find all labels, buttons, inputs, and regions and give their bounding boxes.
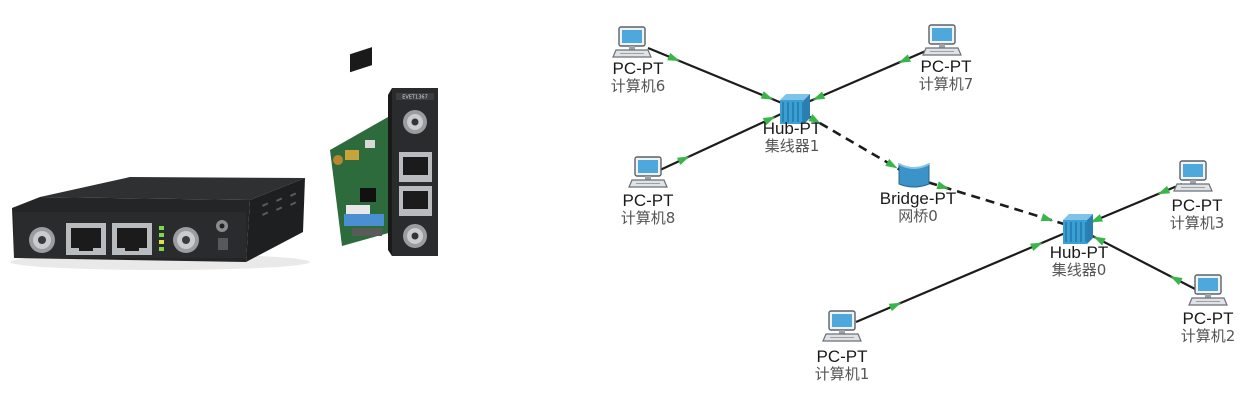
node-labels: PC-PT计算机6PC-PT计算机7PC-PT计算机8Hub-PT集线器1Bri… bbox=[611, 57, 1236, 383]
rj45-port-1 bbox=[66, 223, 106, 255]
link-marker-pc6-hub1-start bbox=[667, 52, 680, 62]
network-nodes bbox=[612, 24, 1228, 342]
pc-icon-pc6[interactable] bbox=[612, 26, 652, 58]
node-name-label-pc6: 计算机6 bbox=[611, 77, 666, 95]
chassis-top bbox=[40, 177, 305, 200]
link-marker-pc8-hub1-start bbox=[676, 156, 690, 165]
node-type-label-pc7: PC-PT bbox=[921, 57, 972, 76]
link-marker-pc6-hub1-end bbox=[760, 91, 774, 100]
bnc-connector-left bbox=[29, 227, 55, 253]
hub-icon-hub1[interactable] bbox=[780, 94, 810, 124]
node-name-label-pc1: 计算机1 bbox=[815, 365, 870, 383]
node-type-label-pc6: PC-PT bbox=[613, 59, 664, 78]
pc-icon-pc7[interactable] bbox=[922, 24, 962, 56]
node-name-label-pc7: 计算机7 bbox=[919, 75, 974, 93]
pc-icon-pc3[interactable] bbox=[1173, 160, 1213, 192]
card-rj45-top bbox=[399, 152, 432, 182]
media-converter-card-photo: EVET1367 bbox=[330, 47, 438, 256]
link-marker-pc2-hub0-end bbox=[1093, 236, 1106, 246]
link-marker-pc1-hub0-end bbox=[1030, 242, 1043, 251]
power-jack bbox=[216, 220, 228, 232]
link-marker-hub1-bridge0-end bbox=[885, 158, 898, 169]
bridge-icon-bridge0[interactable] bbox=[898, 163, 930, 188]
card-bnc-bottom bbox=[403, 224, 427, 248]
pc-icon-pc2[interactable] bbox=[1188, 274, 1228, 306]
node-name-label-hub0: 集线器0 bbox=[1052, 261, 1107, 279]
node-type-label-pc8: PC-PT bbox=[623, 191, 674, 210]
node-type-label-pc2: PC-PT bbox=[1183, 309, 1234, 328]
card-rj45-bottom bbox=[399, 186, 432, 216]
media-converter-box-photo bbox=[10, 177, 310, 270]
node-name-label-hub1: 集线器1 bbox=[765, 137, 820, 155]
link-markers bbox=[667, 52, 1183, 312]
vent-slots bbox=[262, 192, 297, 216]
link-marker-pc7-hub1-end bbox=[812, 91, 826, 100]
node-type-label-pc3: PC-PT bbox=[1172, 196, 1223, 215]
bnc-connector-right bbox=[173, 227, 199, 253]
status-leds bbox=[159, 226, 164, 251]
node-name-label-bridge0: 网桥0 bbox=[898, 207, 938, 225]
node-name-label-pc3: 计算机3 bbox=[1170, 214, 1225, 232]
chassis-side bbox=[246, 178, 305, 262]
card-pcb bbox=[330, 117, 392, 246]
pc-icon-pc1[interactable] bbox=[822, 310, 862, 342]
link-marker-bridge0-hub0-start bbox=[936, 181, 950, 190]
node-type-label-hub0: Hub-PT bbox=[1050, 243, 1109, 262]
link-marker-pc7-hub1-start bbox=[898, 54, 911, 63]
link-marker-pc1-hub0-start bbox=[888, 302, 902, 312]
link-marker-pc2-hub0-start bbox=[1170, 276, 1183, 286]
node-type-label-hub1: Hub-PT bbox=[763, 119, 822, 138]
link-marker-hub1-bridge0-start bbox=[808, 114, 821, 124]
link-marker-pc3-hub0-start bbox=[1157, 185, 1171, 195]
node-type-label-bridge0: Bridge-PT bbox=[880, 189, 957, 208]
card-bnc-top bbox=[403, 110, 427, 134]
node-type-label-pc1: PC-PT bbox=[817, 347, 868, 366]
node-name-label-pc2: 计算机2 bbox=[1181, 327, 1236, 345]
link-marker-bridge0-hub0-end bbox=[1040, 213, 1054, 222]
node-name-label-pc8: 计算机8 bbox=[621, 209, 676, 227]
link-pc1-hub0 bbox=[855, 226, 1078, 324]
card-panel-text: EVET1367 bbox=[402, 95, 428, 101]
pc-icon-pc8[interactable] bbox=[628, 156, 668, 188]
link-marker-pc3-hub0-end bbox=[1090, 214, 1103, 223]
rj45-port-2 bbox=[112, 223, 152, 255]
link-marker-pc8-hub1-end bbox=[762, 116, 776, 126]
hub-icon-hub0[interactable] bbox=[1063, 214, 1093, 244]
